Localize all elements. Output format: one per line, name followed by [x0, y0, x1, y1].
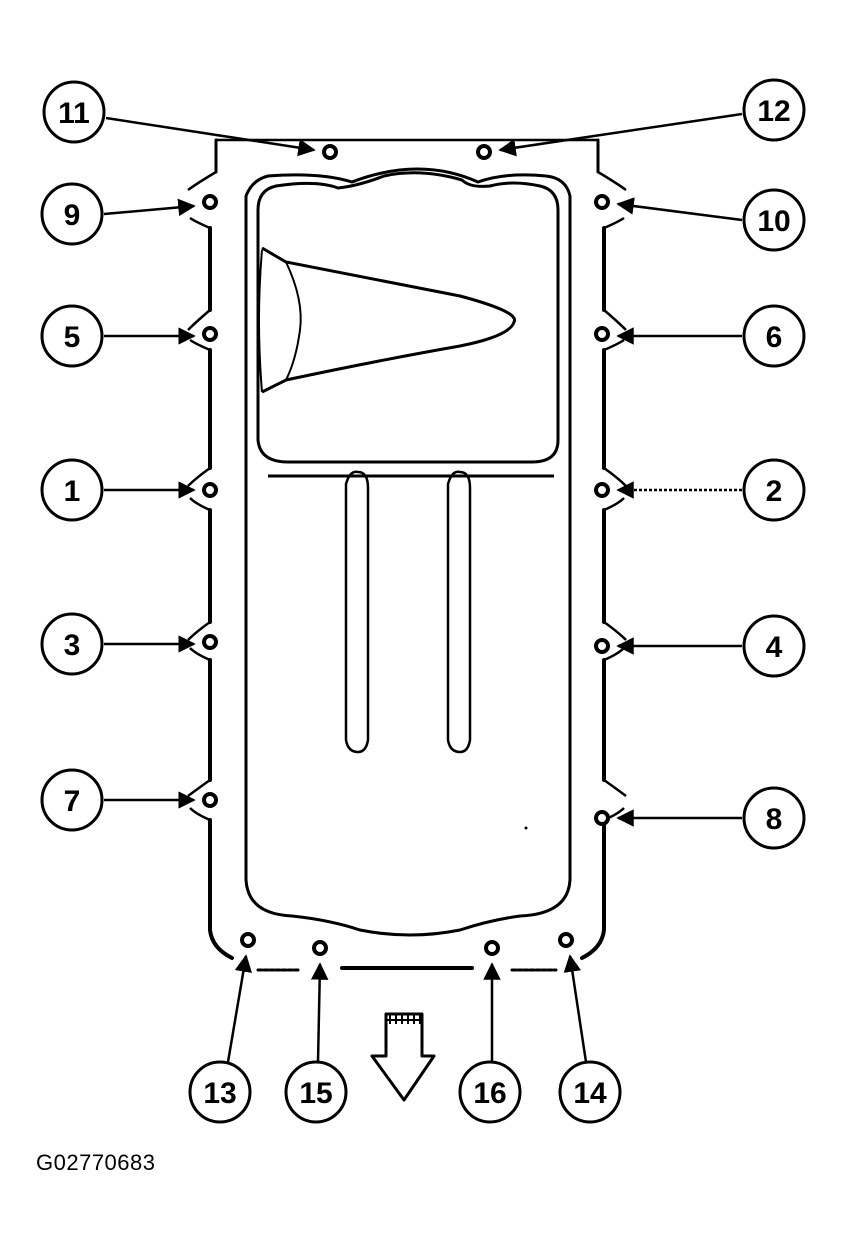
- callout-8: 8: [742, 786, 806, 850]
- leader-14: [563, 954, 588, 1063]
- leader-12: [498, 112, 743, 157]
- callout-3: 3: [40, 612, 104, 676]
- svg-text:15: 15: [299, 1077, 332, 1110]
- leader-15: [310, 962, 329, 1063]
- bolt-holes: [202, 144, 610, 956]
- bolt-hole-15: [312, 940, 328, 956]
- bolt-hole-6: [594, 326, 610, 342]
- bolt-hole-5: [202, 326, 218, 342]
- bolt-hole-9: [202, 194, 218, 210]
- callout-13: 13: [188, 1060, 252, 1124]
- bolt-hole-12: [476, 144, 492, 160]
- svg-text:16: 16: [473, 1077, 506, 1110]
- svg-text:4: 4: [766, 631, 783, 664]
- callouts: 1 2 3 4 5 6 7 8: [40, 78, 806, 1124]
- svg-text:14: 14: [573, 1077, 607, 1110]
- callout-15: 15: [284, 1060, 348, 1124]
- callout-14: 14: [558, 1060, 622, 1124]
- leader-11: [105, 116, 316, 157]
- svg-text:3: 3: [64, 629, 81, 662]
- svg-text:1: 1: [64, 475, 81, 508]
- bolt-hole-4: [594, 638, 610, 654]
- bolt-hole-7: [202, 792, 218, 808]
- leader-arrows: [103, 112, 743, 1063]
- leader-10: [616, 197, 743, 222]
- bolt-hole-10: [594, 194, 610, 210]
- reinforcing-ribs: [344, 470, 472, 754]
- bolt-hole-13: [240, 932, 256, 948]
- callout-4: 4: [742, 614, 806, 678]
- svg-text:9: 9: [64, 199, 81, 232]
- callout-10: 10: [742, 188, 806, 252]
- svg-text:6: 6: [766, 321, 783, 354]
- svg-text:5: 5: [64, 321, 81, 354]
- svg-text:13: 13: [203, 1077, 236, 1110]
- callout-2: 2: [742, 458, 806, 522]
- bolt-hole-14: [558, 932, 574, 948]
- svg-text:8: 8: [766, 803, 783, 836]
- bolt-hole-11: [322, 144, 338, 160]
- bolt-hole-1: [202, 482, 218, 498]
- svg-text:7: 7: [64, 785, 81, 818]
- callout-12: 12: [742, 78, 806, 142]
- pickup-feature: [258, 246, 517, 394]
- svg-text:2: 2: [766, 475, 783, 508]
- pan-flange-outline: [208, 138, 606, 972]
- inner-gasket-line: [244, 167, 572, 937]
- callout-11: 11: [42, 80, 106, 144]
- callout-7: 7: [40, 768, 104, 832]
- bolt-hole-16: [484, 940, 500, 956]
- callout-5: 5: [40, 304, 104, 368]
- sump-outline: [256, 171, 560, 464]
- bolt-hole-3: [202, 634, 218, 650]
- callout-1: 1: [40, 458, 104, 522]
- svg-text:11: 11: [58, 97, 90, 130]
- bolt-boss-notches: [187, 170, 627, 822]
- leader-13: [226, 954, 252, 1063]
- svg-text:12: 12: [757, 95, 790, 128]
- svg-text:10: 10: [757, 205, 790, 238]
- speck: [524, 826, 528, 830]
- callout-9: 9: [40, 182, 104, 246]
- hollow-down-arrow-icon: [370, 1012, 436, 1102]
- figure-id-label: G02770683: [36, 1150, 156, 1175]
- bolt-hole-2: [594, 482, 610, 498]
- bolt-hole-8: [594, 810, 610, 826]
- leader-9: [103, 198, 196, 217]
- callout-6: 6: [742, 304, 806, 368]
- callout-16: 16: [458, 1060, 522, 1124]
